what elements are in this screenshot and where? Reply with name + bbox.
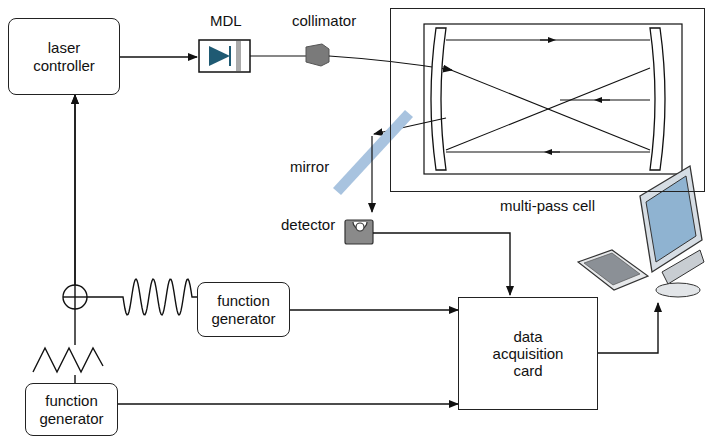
part-label: collimator xyxy=(292,12,356,29)
laser-diode-symbol xyxy=(199,40,250,72)
box-text: laser controller xyxy=(9,39,119,74)
collimator-symbol xyxy=(306,44,329,66)
signal-connector xyxy=(118,403,458,404)
part-label: MDL xyxy=(210,12,242,29)
box-text: function generator xyxy=(26,392,117,427)
generator-box: function generator xyxy=(197,282,290,337)
controller-box: laser controller xyxy=(8,18,120,95)
cell-mirror xyxy=(431,28,665,170)
data-wire xyxy=(598,303,658,353)
part-label: detector xyxy=(281,216,335,233)
detector-symbol xyxy=(345,220,373,244)
summing-junction xyxy=(63,285,87,309)
part-label: mirror xyxy=(290,158,329,175)
cell-heading: multi-pass cell xyxy=(391,197,704,214)
signal-connector xyxy=(290,309,458,310)
computer-icon xyxy=(578,166,704,297)
fiber xyxy=(250,55,306,56)
cell-body xyxy=(424,24,682,174)
box-text: data acquisition card xyxy=(459,328,597,380)
triangle-wave xyxy=(33,348,103,372)
signal-connector xyxy=(75,95,197,315)
generator-box: function generator xyxy=(25,383,118,436)
signal-connector xyxy=(74,95,75,383)
beam-path xyxy=(374,40,650,152)
signal-wire xyxy=(373,233,510,295)
multipass-cell: multi-pass cell xyxy=(390,8,705,192)
mirror-symbol xyxy=(333,110,413,195)
reflected-beam xyxy=(371,136,372,212)
box-text: function generator xyxy=(198,292,289,327)
daq-box: data acquisition card xyxy=(458,297,598,410)
